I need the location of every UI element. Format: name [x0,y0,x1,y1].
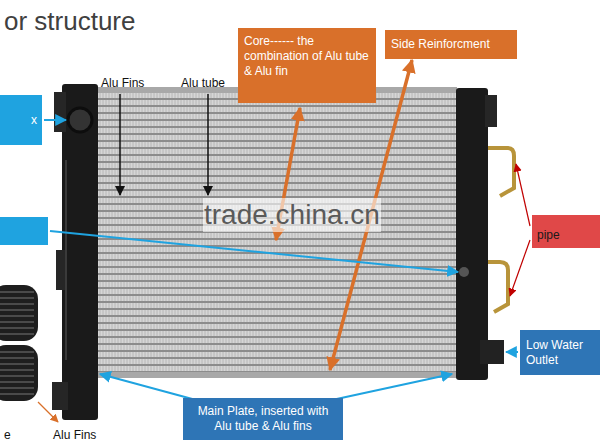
radiator-core [97,92,457,374]
drain [459,267,469,277]
callout-box: Side Reinforcment [385,30,517,59]
bracket [56,250,66,290]
callout-text: Low Water Outlet [526,338,594,368]
callout-text: Core------ the combination of Alu tube &… [244,34,370,79]
hose [0,285,38,341]
callout-box [0,217,48,245]
leader-line [50,231,458,272]
part-label: Alu Fins [100,76,145,90]
pipe [488,262,508,312]
bracket [485,95,497,127]
callout-box: Main Plate, inserted with Alu tube & Alu… [183,398,343,440]
callout-box: Low Water Outlet [520,330,600,375]
callout-text: pipe [537,228,595,243]
callout-box: Core------ the combination of Alu tube &… [238,28,376,103]
leader-line [332,374,452,400]
leader-line [119,94,121,195]
hose [0,345,38,401]
callout-text: Side Reinforcment [391,37,511,52]
leader-line [510,240,530,296]
callout-box: pipe [532,215,600,248]
hose-ridges [0,292,34,394]
pipe [488,148,514,196]
tank [62,84,98,420]
outlet [480,340,504,364]
callout-box: x [0,95,42,145]
leader-line [207,94,209,195]
leader-line [516,164,530,226]
side-reinforcement [97,372,457,378]
leader-line [506,351,518,353]
part-label: e [3,428,12,442]
hose-photo [0,285,38,401]
part-label: Alu Fins [52,428,97,442]
part-label: Alu tube [180,76,226,90]
right-tank [456,88,514,380]
leader-line [44,119,66,121]
bracket [54,92,66,132]
left-tank [52,84,98,420]
watermark: trade.china.cn [203,198,381,232]
tank [456,88,488,380]
callout-text: x [5,113,37,128]
bracket [52,382,68,410]
callout-text: Main Plate, inserted with Alu tube & Alu… [188,404,338,434]
slide-title: or structure [4,6,136,37]
leader-line [100,374,196,400]
tank-rib [65,160,67,360]
inlet [68,108,92,132]
leader-line [38,402,58,422]
